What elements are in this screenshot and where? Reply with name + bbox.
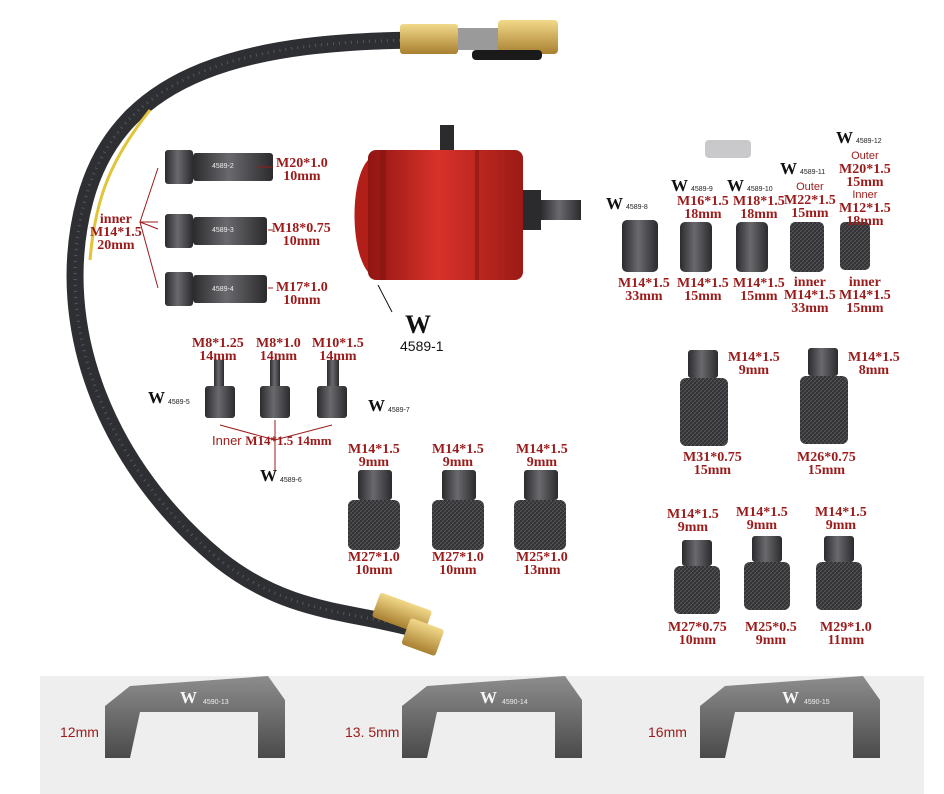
brand-logo: W [780,159,797,178]
brand-logo: W [782,688,799,707]
right-top-adapters [622,140,870,272]
code-4589-3: 4589-3 [212,227,234,234]
mid-knurled [348,470,566,550]
main-tool-code: 4589-1 [400,338,444,354]
code-4589-7: 4589-7 [388,407,410,414]
code-4590-13: 4590-13 [203,699,229,706]
brand-logo: W [606,194,623,213]
small-adapters [205,360,347,470]
code-4589-10: 4589-10 [747,186,773,193]
hose [66,20,558,656]
code-4589-12: 4589-12 [856,138,882,145]
brand-logo: W [148,388,165,407]
right-big-knurled [680,348,848,446]
code-4590-14: 4590-14 [502,699,528,706]
right-small-knurled [674,536,862,614]
small-inner-spec: Inner M14*1.5 14mm [212,433,332,448]
brand-logo: W [671,176,688,195]
code-4590-15: 4590-15 [804,699,830,706]
code-4589-8: 4589-8 [626,204,648,211]
bracket-2-size: 13. 5mm [345,724,400,740]
pressure-tool [354,125,581,313]
brand-logo: W [727,176,744,195]
brand-logo: W [180,688,197,707]
code-4589-11: 4589-11 [800,169,826,176]
brand-logo: W [405,310,431,339]
brand-logo: W [260,466,277,485]
code-4589-4: 4589-4 [212,286,234,293]
brand-logo: W [836,128,853,147]
brand-logo: W [480,688,497,707]
code-4589-9: 4589-9 [691,186,713,193]
brackets [105,676,880,758]
bracket-3-size: 16mm [648,724,687,740]
left-adapters [139,150,273,306]
code-4589-5: 4589-5 [168,399,190,406]
code-4589-6: 4589-6 [280,477,302,484]
code-4589-2: 4589-2 [212,163,234,170]
left-inner-spec: inner M14*1.5 20mm [90,212,142,253]
bracket-1-size: 12mm [60,724,99,740]
brand-logo: W [368,396,385,415]
